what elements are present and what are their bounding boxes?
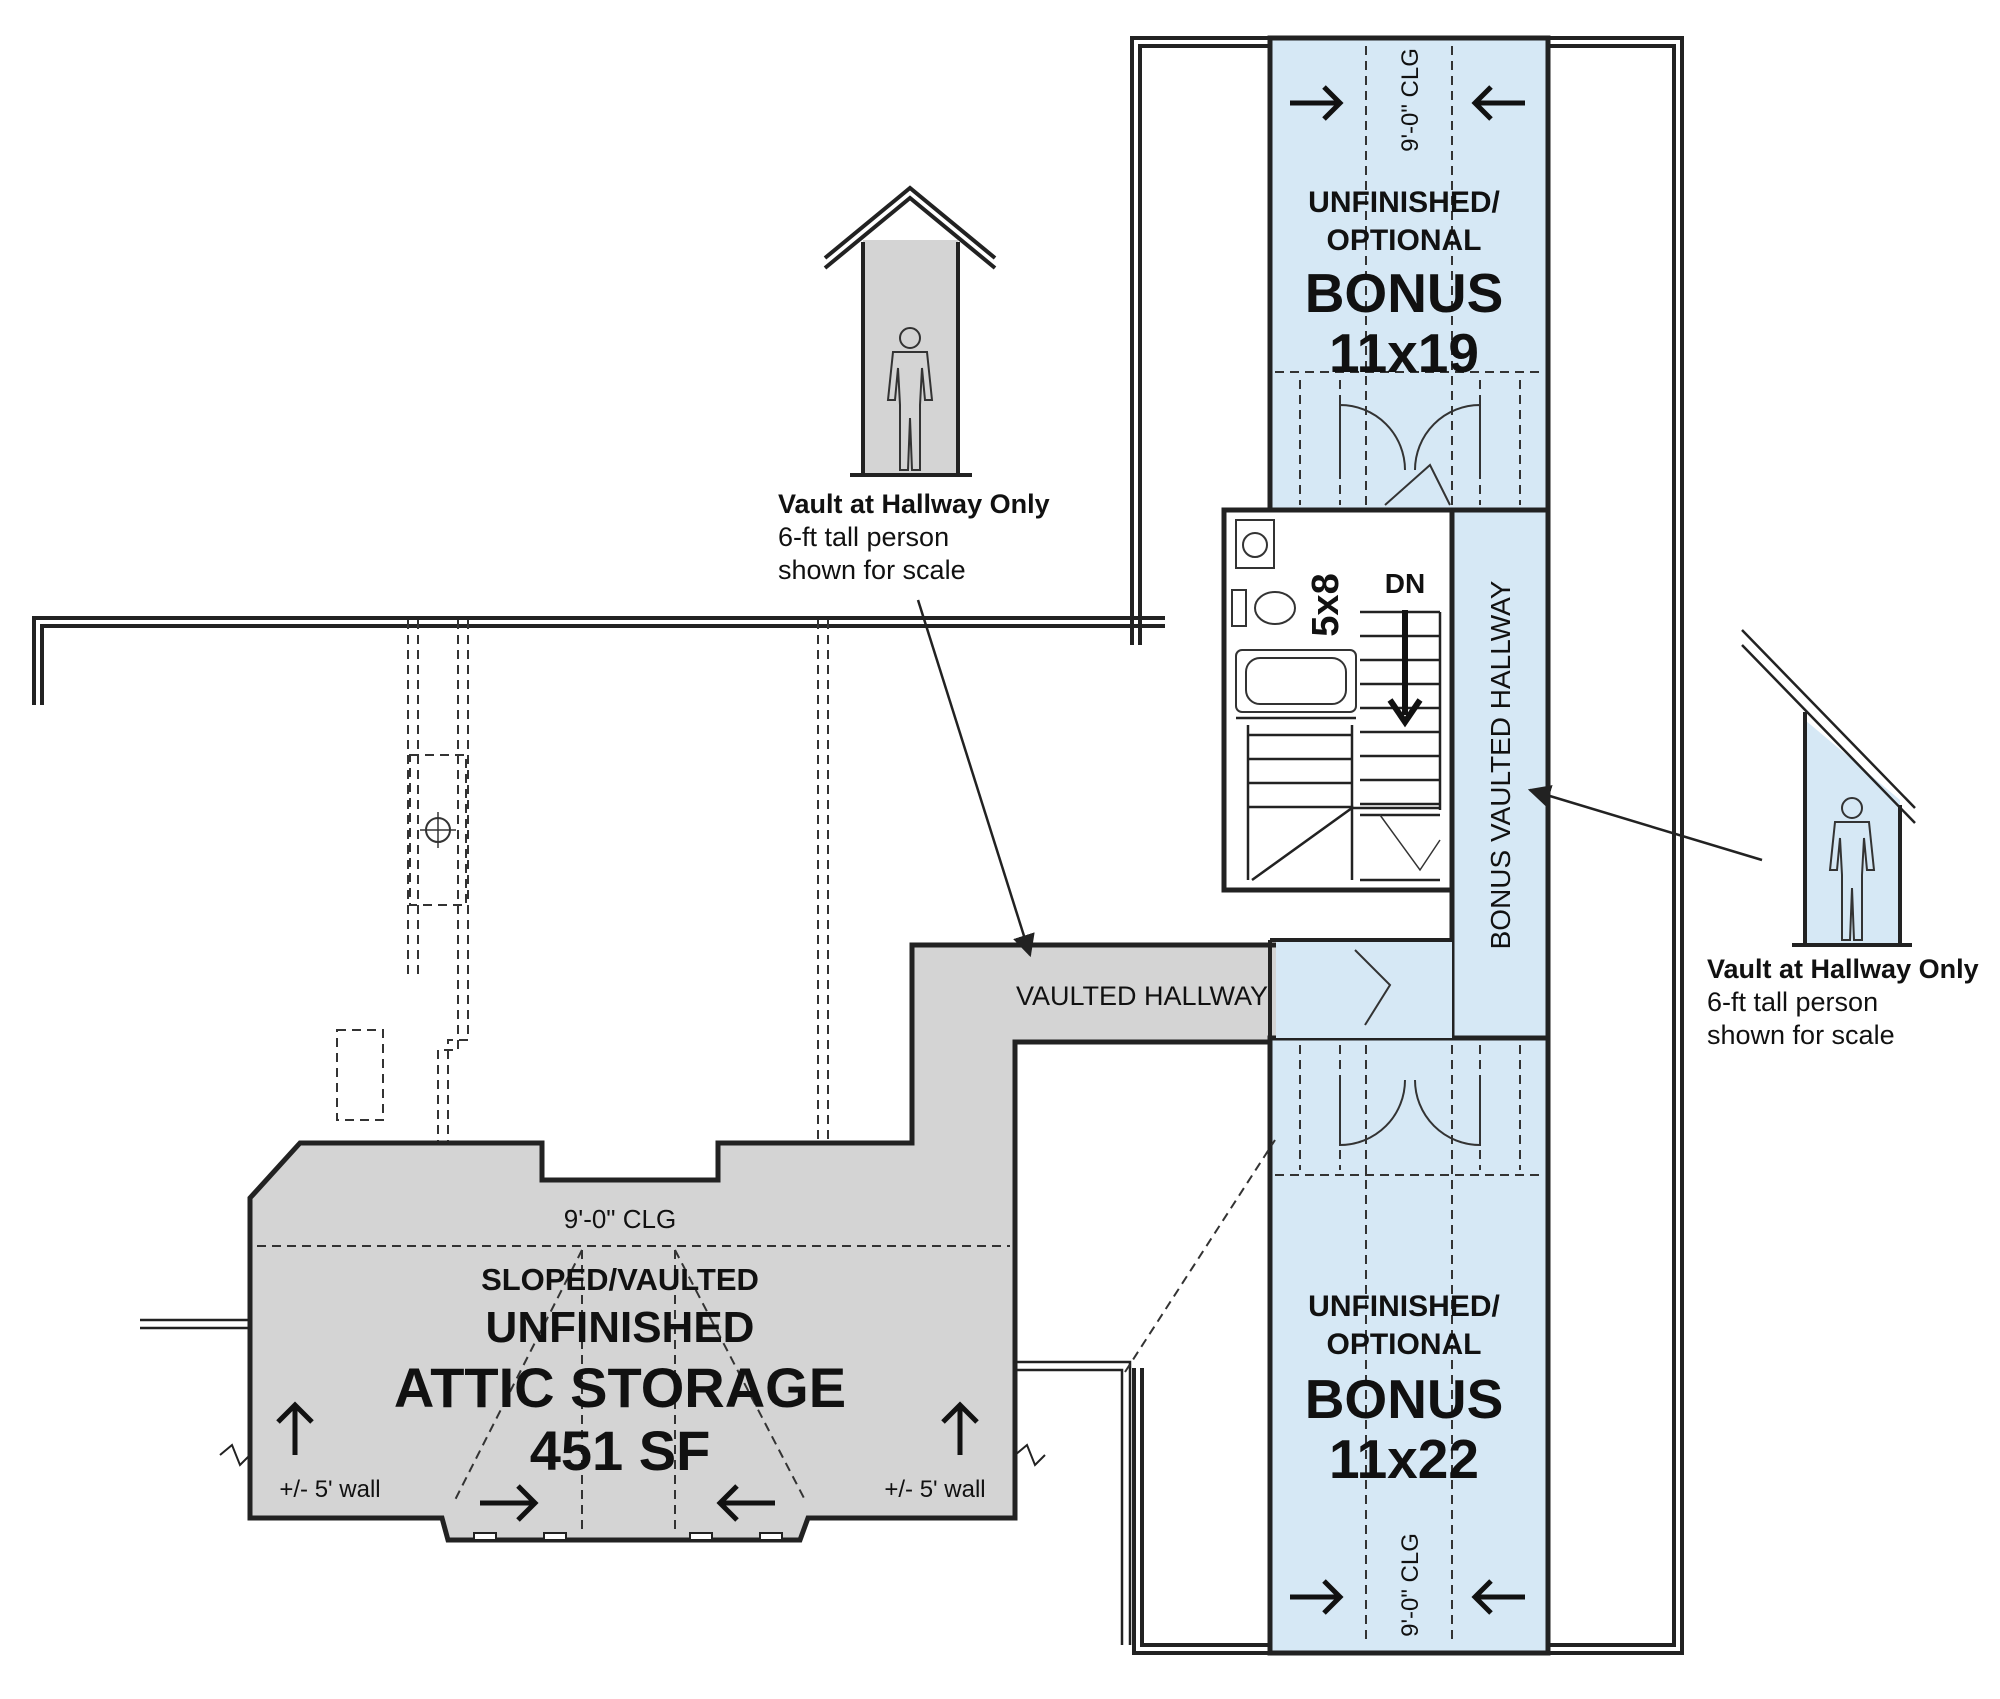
attic-wall-note-right: +/- 5' wall <box>884 1476 985 1503</box>
leader-arrow-right <box>1527 785 1763 862</box>
arrow-up-icon <box>941 1401 979 1455</box>
person-icon <box>1828 797 1876 941</box>
note-left-line1: 6-ft tall person <box>778 522 949 552</box>
attic-label-line2: UNFINISHED <box>486 1303 755 1352</box>
bonus-top-room <box>1267 35 1551 513</box>
dashed-chase <box>336 620 829 1143</box>
attic-label-line3: ATTIC STORAGE <box>394 1356 846 1419</box>
arrow-up-icon <box>276 1401 314 1455</box>
attic-wall-note-left: +/- 5' wall <box>279 1476 380 1503</box>
note-right-line1: 6-ft tall person <box>1707 987 1878 1017</box>
exterior-outline <box>32 36 1684 1655</box>
bonus-hallway-label: BONUS VAULTED HALLWAY <box>1485 580 1516 949</box>
bonus-bottom-size: 11x22 <box>1329 1428 1479 1490</box>
arrow-right-icon <box>1290 85 1344 121</box>
bonus-top-title: BONUS <box>1305 262 1504 324</box>
bonus-top-size: 11x19 <box>1329 322 1479 384</box>
bonus-hallway <box>1449 507 1551 1041</box>
attic-arrows <box>276 1401 979 1522</box>
vaulted-hallway-label: VAULTED HALLWAY <box>1016 981 1268 1011</box>
bonus-bottom-ceiling: 9'-0" CLG <box>1397 1533 1424 1637</box>
bonus-top-ceiling: 9'-0" CLG <box>1397 48 1424 152</box>
bath-size: 5x8 <box>1305 573 1347 636</box>
attic-floor <box>247 942 1358 1543</box>
person-icon <box>886 327 934 471</box>
bonus-top-line2: OPTIONAL <box>1327 224 1482 257</box>
scale-figure-left <box>823 185 997 477</box>
arrow-left-icon <box>1471 85 1525 121</box>
bonus-bottom-line1: UNFINISHED/ <box>1308 1290 1500 1323</box>
arrow-right-icon <box>1290 1579 1344 1615</box>
bonus-bottom-title: BONUS <box>1305 1368 1504 1430</box>
attic-area: 451 SF <box>530 1419 711 1482</box>
attic-label-line1: SLOPED/VAULTED <box>481 1262 759 1297</box>
scale-figure-right <box>1741 629 1916 947</box>
arrow-left-icon <box>1471 1579 1525 1615</box>
note-left-line2: shown for scale <box>778 555 966 585</box>
note-right-line2: shown for scale <box>1707 1020 1895 1050</box>
stair-down-label: DN <box>1385 568 1425 599</box>
bonus-arrows <box>1290 85 1525 1615</box>
leader-arrow-left <box>916 599 1035 958</box>
attic-ceiling-label: 9'-0" CLG <box>564 1204 676 1234</box>
bath-stair-block <box>1221 507 1455 893</box>
note-right-title: Vault at Hallway Only <box>1707 954 1979 984</box>
arrow-left-icon <box>716 1484 775 1522</box>
attic-storage-area <box>219 942 1358 1543</box>
note-left-title: Vault at Hallway Only <box>778 489 1050 519</box>
bonus-rooms <box>1267 35 1551 1656</box>
bonus-bottom-line2: OPTIONAL <box>1327 1328 1482 1361</box>
arrow-right-icon <box>480 1484 539 1522</box>
bonus-top-line1: UNFINISHED/ <box>1308 186 1500 219</box>
